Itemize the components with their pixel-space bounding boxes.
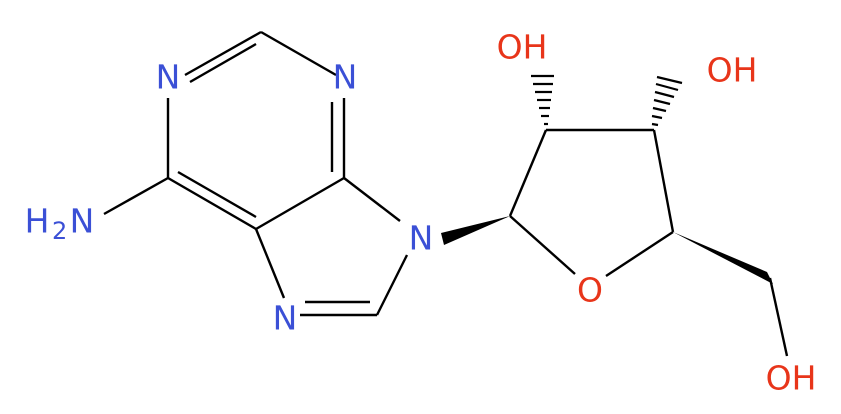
hydroxyl-c2-label: OH bbox=[497, 28, 548, 67]
bond-c6-c5 bbox=[167, 176, 257, 231]
bonds bbox=[103, 30, 789, 357]
bond-c6-c5-double bbox=[177, 170, 257, 219]
bond-c8-n9 bbox=[375, 254, 409, 316]
bond-c4-n9 bbox=[343, 177, 401, 222]
bond-c2-n1-double bbox=[189, 42, 257, 84]
bond-c1-o4 bbox=[509, 215, 576, 275]
bond-c2-n3 bbox=[260, 30, 337, 77]
bond-c5-o5 bbox=[768, 277, 789, 357]
atom-n1-label: N bbox=[156, 58, 181, 97]
hydroxyl-c3-label: OH bbox=[707, 51, 758, 90]
amino-n-label: N bbox=[70, 202, 95, 241]
hydroxyl-c5-label: OH bbox=[766, 359, 817, 398]
bond-c2-n1 bbox=[184, 30, 262, 77]
amino-subscript-label: 2 bbox=[52, 217, 67, 245]
hashed-bond-c2-oh bbox=[531, 74, 554, 126]
atom-n9-label: N bbox=[409, 219, 434, 258]
amino-group-label: H 2 N bbox=[25, 202, 95, 246]
amino-h-label: H bbox=[25, 202, 50, 241]
bond-c3-c4 bbox=[652, 129, 675, 233]
bond-c5-c4 bbox=[255, 176, 345, 231]
bond-c4-o4 bbox=[605, 230, 674, 278]
stereo-bonds bbox=[441, 74, 773, 284]
atom-labels: N N N N H 2 N O OH OH OH bbox=[25, 28, 817, 398]
atom-n7-label: N bbox=[273, 299, 298, 338]
bond-c5-n7 bbox=[254, 228, 286, 299]
atom-n3-label: N bbox=[333, 58, 358, 97]
wedge-bond-c1-n9 bbox=[441, 216, 510, 245]
hashed-bond-c3-oh bbox=[651, 75, 683, 127]
wedge-bond-c4-c5 bbox=[673, 232, 773, 284]
bond-c1-c2 bbox=[508, 129, 548, 217]
bond-c6-nh2 bbox=[103, 176, 169, 216]
ring-oxygen-label: O bbox=[577, 271, 603, 310]
